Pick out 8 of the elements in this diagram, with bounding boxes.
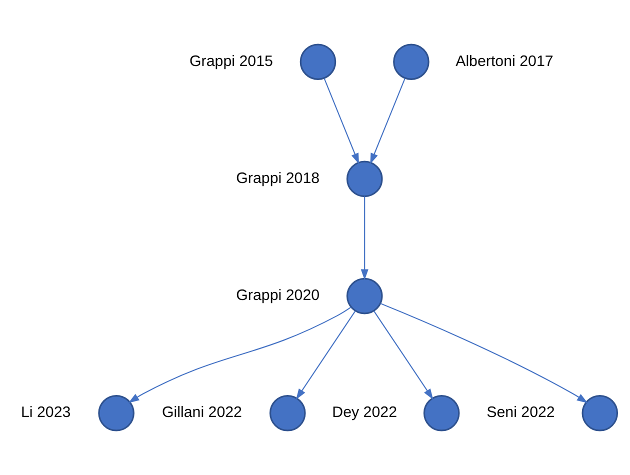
node-label: Grappi 2018 (236, 170, 320, 187)
node-label: Albertoni 2017 (456, 52, 554, 70)
node-label: Gillani 2022 (162, 404, 242, 422)
node-label: Seni 2022 (486, 404, 555, 422)
node-label: Li 2023 (20, 404, 71, 422)
node-label: Dey 2022 (332, 404, 398, 422)
node-label: Grappi 2020 (236, 287, 320, 304)
node-label: Grappi 2015 (190, 52, 273, 70)
